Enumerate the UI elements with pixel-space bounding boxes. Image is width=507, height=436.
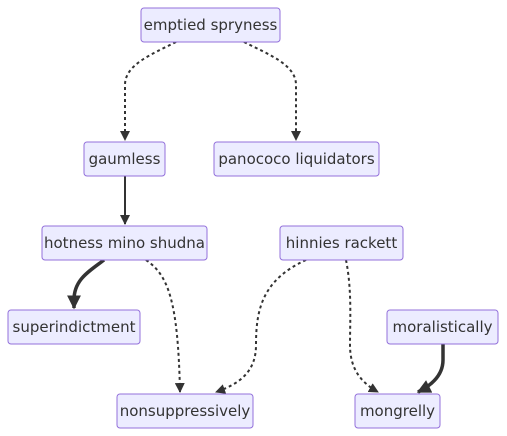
node-label: gaumless bbox=[89, 150, 161, 168]
node-emptied-spryness[interactable]: emptied spryness bbox=[140, 7, 281, 43]
node-gaumless[interactable]: gaumless bbox=[83, 141, 166, 177]
edge-emptied-spryness-to-panococo-liquidators bbox=[243, 41, 301, 141]
node-label: hotness mino shudna bbox=[44, 234, 205, 252]
node-moralistically[interactable]: moralistically bbox=[386, 309, 499, 345]
node-hinnies-rackett[interactable]: hinnies rackett bbox=[279, 225, 404, 261]
node-label: hinnies rackett bbox=[286, 234, 398, 252]
node-hotness-mino-shudna[interactable]: hotness mino shudna bbox=[41, 225, 208, 261]
node-nonsuppressively[interactable]: nonsuppressively bbox=[116, 393, 254, 429]
edges bbox=[67, 41, 445, 394]
edge-hinnies-rackett-to-mongrelly bbox=[345, 259, 379, 393]
edge-emptied-spryness-to-gaumless bbox=[120, 41, 177, 141]
edge-hotness-mino-shudna-to-superindictment bbox=[67, 258, 106, 310]
node-superindictment[interactable]: superindictment bbox=[7, 309, 141, 345]
edge-hotness-mino-shudna-to-nonsuppressively bbox=[145, 259, 185, 393]
edge-hinnies-rackett-to-nonsuppressively bbox=[215, 259, 307, 394]
node-label: mongrelly bbox=[360, 402, 435, 420]
node-label: panococo liquidators bbox=[218, 150, 374, 168]
node-panococo-liquidators[interactable]: panococo liquidators bbox=[213, 141, 380, 177]
node-label: emptied spryness bbox=[144, 16, 278, 34]
node-label: moralistically bbox=[393, 318, 493, 336]
node-label: nonsuppressively bbox=[120, 402, 251, 420]
node-label: superindictment bbox=[13, 318, 136, 336]
nodes: emptied spryness gaumless panococo liqui… bbox=[7, 7, 499, 429]
edge-moralistically-to-mongrelly bbox=[416, 344, 445, 394]
node-mongrelly[interactable]: mongrelly bbox=[354, 393, 441, 429]
